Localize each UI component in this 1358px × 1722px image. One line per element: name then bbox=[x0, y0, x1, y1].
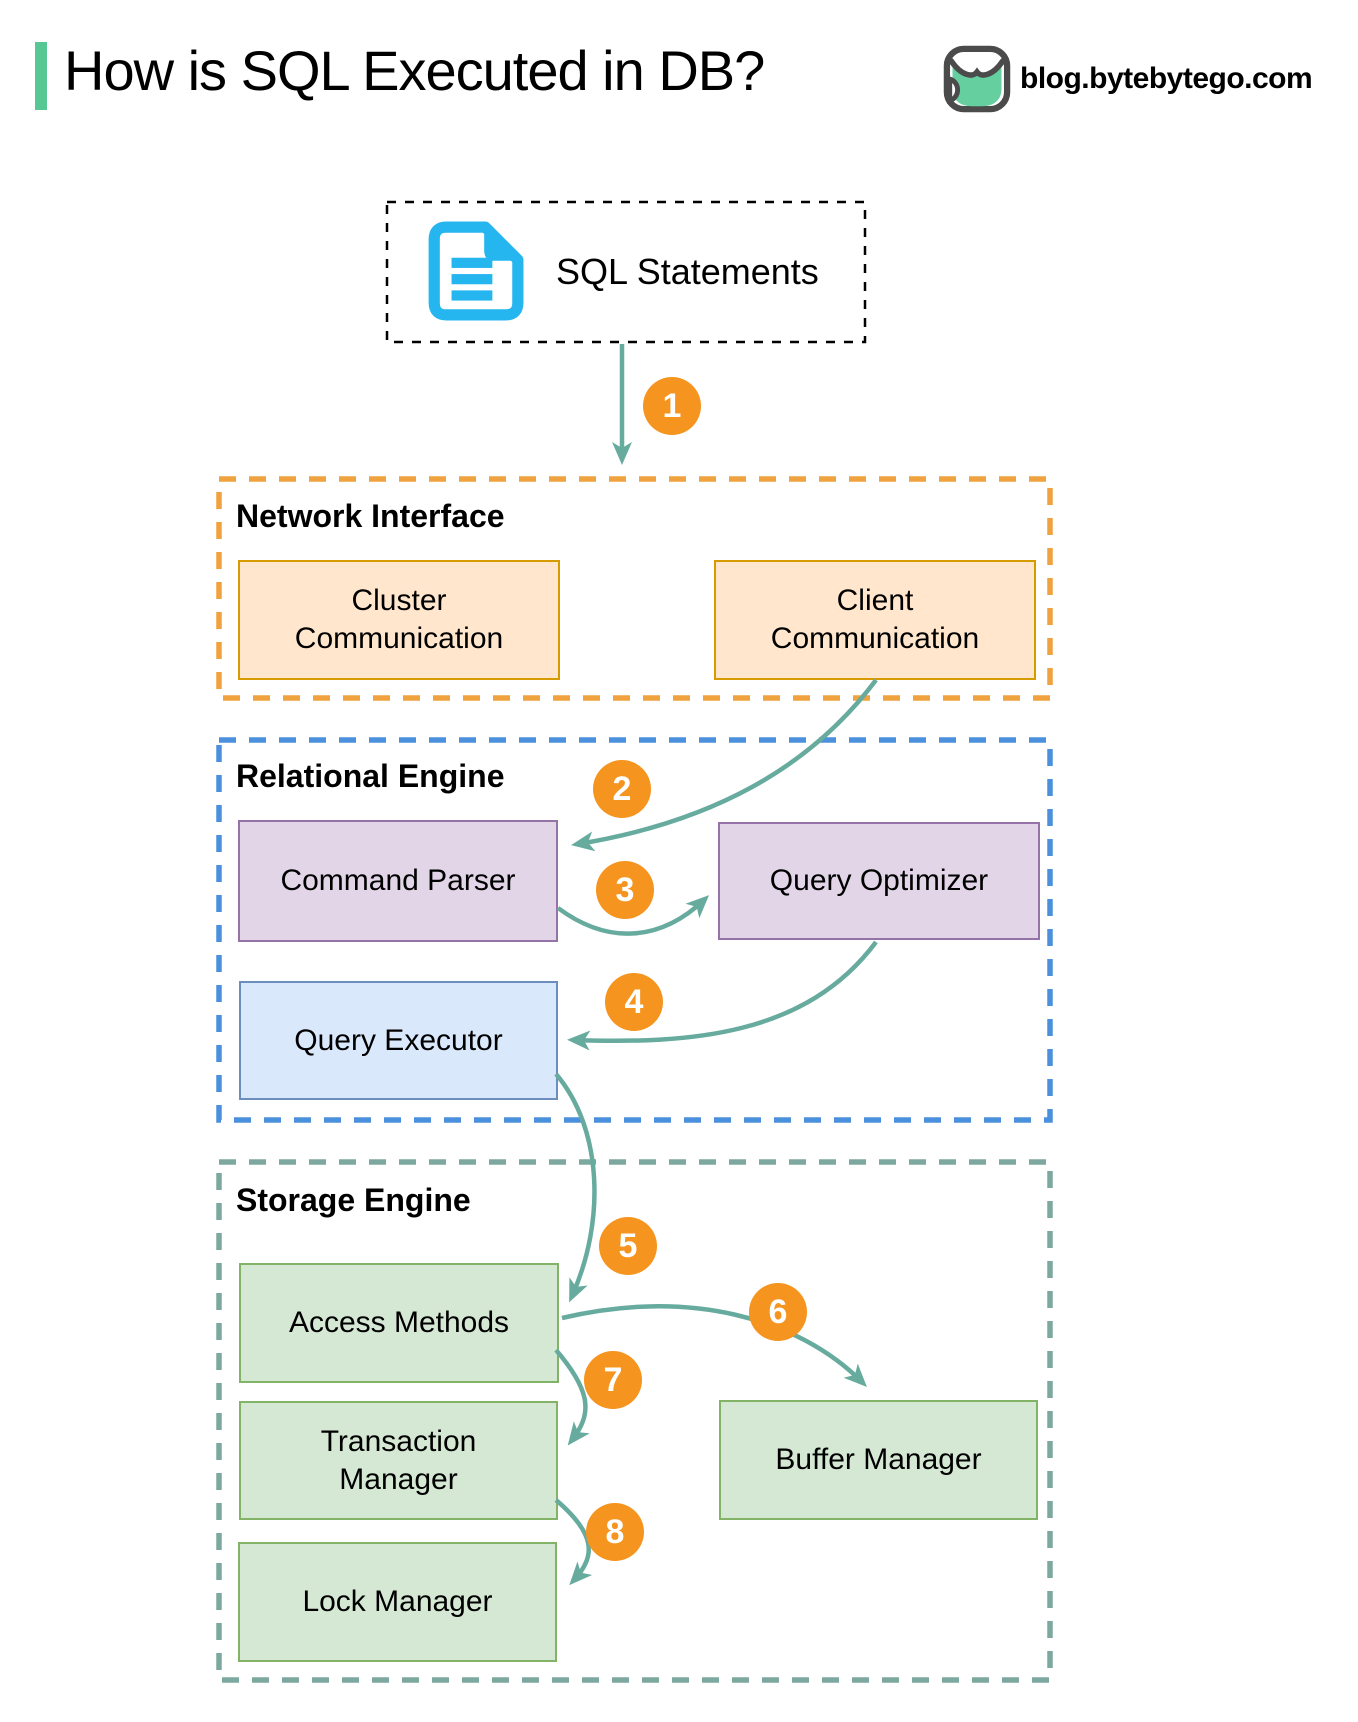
bytebytego-logo-icon bbox=[943, 45, 1011, 113]
box-command-parser: Command Parser bbox=[238, 820, 558, 942]
section-label-relational-engine: Relational Engine bbox=[236, 758, 505, 794]
step-badge-2: 2 bbox=[593, 760, 651, 818]
step-badge-1: 1 bbox=[643, 377, 701, 435]
section-label-network-interface: Network Interface bbox=[236, 498, 505, 534]
step-badge-4: 4 bbox=[605, 973, 663, 1031]
brand: blog.bytebytego.com bbox=[942, 44, 1313, 114]
box-client-communication: Client Communication bbox=[714, 560, 1036, 680]
box-access-methods: Access Methods bbox=[239, 1263, 559, 1383]
box-cluster-communication: Cluster Communication bbox=[238, 560, 560, 680]
step-badge-3: 3 bbox=[596, 861, 654, 919]
arrow-step-5 bbox=[554, 1072, 597, 1303]
title-accent-bar bbox=[35, 42, 47, 110]
box-query-executor: Query Executor bbox=[239, 981, 558, 1100]
document-icon bbox=[428, 221, 524, 321]
arrow-step-3 bbox=[556, 895, 710, 936]
box-query-optimizer: Query Optimizer bbox=[718, 822, 1040, 940]
step-badge-7: 7 bbox=[584, 1351, 642, 1409]
step-badge-6: 6 bbox=[749, 1283, 807, 1341]
box-buffer-manager: Buffer Manager bbox=[719, 1400, 1038, 1520]
section-label-storage-engine: Storage Engine bbox=[236, 1182, 471, 1218]
step-badge-5: 5 bbox=[599, 1217, 657, 1275]
step-badge-8: 8 bbox=[586, 1503, 644, 1561]
arrow-step-8 bbox=[554, 1498, 593, 1586]
brand-text: blog.bytebytego.com bbox=[1020, 62, 1313, 95]
arrow-step-2 bbox=[571, 678, 878, 852]
arrow-step-7 bbox=[554, 1348, 590, 1446]
section-storage-engine bbox=[216, 1159, 1053, 1683]
sql-statements-box bbox=[385, 200, 867, 344]
arrow-step-4 bbox=[567, 940, 878, 1051]
box-transaction-manager: Transaction Manager bbox=[239, 1401, 558, 1520]
sql-statements-label: SQL Statements bbox=[556, 251, 819, 292]
page-title: How is SQL Executed in DB? bbox=[64, 39, 765, 102]
section-network-interface bbox=[216, 476, 1053, 701]
box-lock-manager: Lock Manager bbox=[238, 1542, 557, 1662]
arrow-step-6 bbox=[561, 1304, 867, 1387]
section-relational-engine bbox=[216, 737, 1053, 1123]
